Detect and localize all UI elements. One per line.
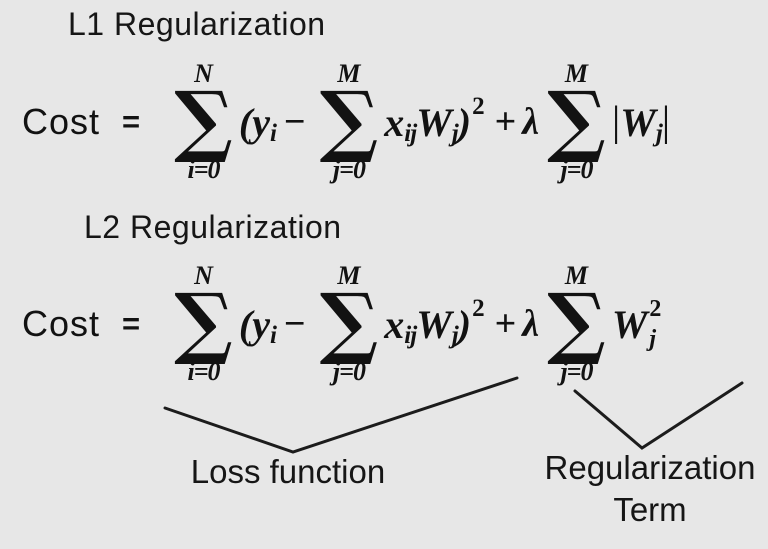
l2-x-variable: x (384, 301, 405, 347)
l2-reg-w-superscript: 2 (649, 296, 662, 322)
l1-close-paren: ) (457, 99, 472, 145)
l1-reg-w-subscript: j (655, 120, 663, 147)
l1-outer-sum-upper-limit: N (194, 58, 213, 88)
l2-cost-word: Cost (22, 303, 101, 344)
l2-inner-sum: M ∑ j=0 (319, 260, 379, 387)
l1-x-variable: x (384, 99, 405, 145)
l1-regularization-sum: M ∑ j=0 (547, 58, 606, 185)
l1-reg-sum-upper-limit: M (564, 58, 589, 88)
regularization-term-label: Regularization Term (526, 447, 768, 531)
sigma-icon: ∑ (319, 74, 379, 166)
l1-minus-sign: − (283, 101, 306, 143)
l1-lambda-symbol: λ (522, 101, 540, 143)
l1-square-exponent: 2 (472, 93, 485, 120)
l2-reg-w-subscript: j (649, 326, 657, 352)
l2-minus-sign: − (283, 303, 306, 345)
l1-inner-sum-upper-limit: M (337, 58, 361, 88)
l1-inner-sum: M ∑ j=0 (319, 58, 379, 185)
l2-close-paren: ) (457, 301, 472, 347)
sigma-icon: ∑ (547, 276, 606, 368)
l2-w-variable: W (416, 301, 452, 347)
l2-w-subscript: j (451, 322, 459, 349)
l2-reg-sum-upper-limit: M (564, 260, 589, 290)
l1-open-paren-y: (y (238, 99, 270, 145)
l1-equals-sign: = (122, 104, 141, 139)
l2-section-title: L2 Regularization (84, 209, 342, 245)
l1-y-subscript: i (269, 120, 277, 147)
regularization-term-label-line2: Term (613, 490, 687, 528)
l2-inner-sum-upper-limit: M (337, 260, 361, 290)
l2-equals-sign: = (122, 306, 141, 341)
l1-w-variable: W (416, 99, 452, 145)
sigma-icon: ∑ (319, 276, 379, 368)
l2-x-subscript: ij (404, 322, 417, 349)
l1-reg-sum-lower-limit: j=0 (560, 155, 593, 185)
l1-inner-sum-lower-limit: j=0 (332, 155, 366, 185)
l1-plus-sign: + (494, 101, 517, 143)
l2-y-subscript: i (269, 322, 277, 349)
sigma-icon: ∑ (174, 74, 233, 166)
l1-abs-bar-left: | (611, 99, 621, 145)
l2-regularization-sum: M ∑ j=0 (547, 260, 606, 387)
l1-section-title: L1 Regularization (68, 6, 326, 42)
l2-inner-sum-lower-limit: j=0 (332, 357, 366, 387)
l1-x-subscript: ij (404, 120, 417, 147)
l2-square-exponent: 2 (472, 295, 485, 322)
l1-outer-sum-lower-limit: i=0 (187, 155, 220, 185)
l1-w-subscript: j (451, 120, 459, 147)
l2-plus-sign: + (494, 303, 517, 345)
loss-function-label: Loss function (190, 453, 386, 490)
l2-outer-sum: N ∑ i=0 (174, 260, 233, 387)
l1-abs-bar-right: | (661, 99, 671, 145)
l2-lambda-symbol: λ (522, 303, 540, 345)
l2-outer-sum-lower-limit: i=0 (187, 357, 220, 387)
sigma-icon: ∑ (174, 276, 233, 368)
regularization-term-label-line1: Regularization (544, 449, 756, 486)
l2-reg-sum-lower-limit: j=0 (560, 357, 593, 387)
l2-outer-sum-upper-limit: N (194, 260, 213, 290)
l1-cost-word: Cost (22, 101, 101, 142)
l2-open-paren-y: (y (238, 301, 270, 347)
l2-reg-w-variable: W (611, 301, 648, 347)
l1-outer-sum: N ∑ i=0 (174, 58, 233, 185)
l1-reg-w-variable: W (620, 99, 656, 145)
sigma-icon: ∑ (547, 74, 606, 166)
